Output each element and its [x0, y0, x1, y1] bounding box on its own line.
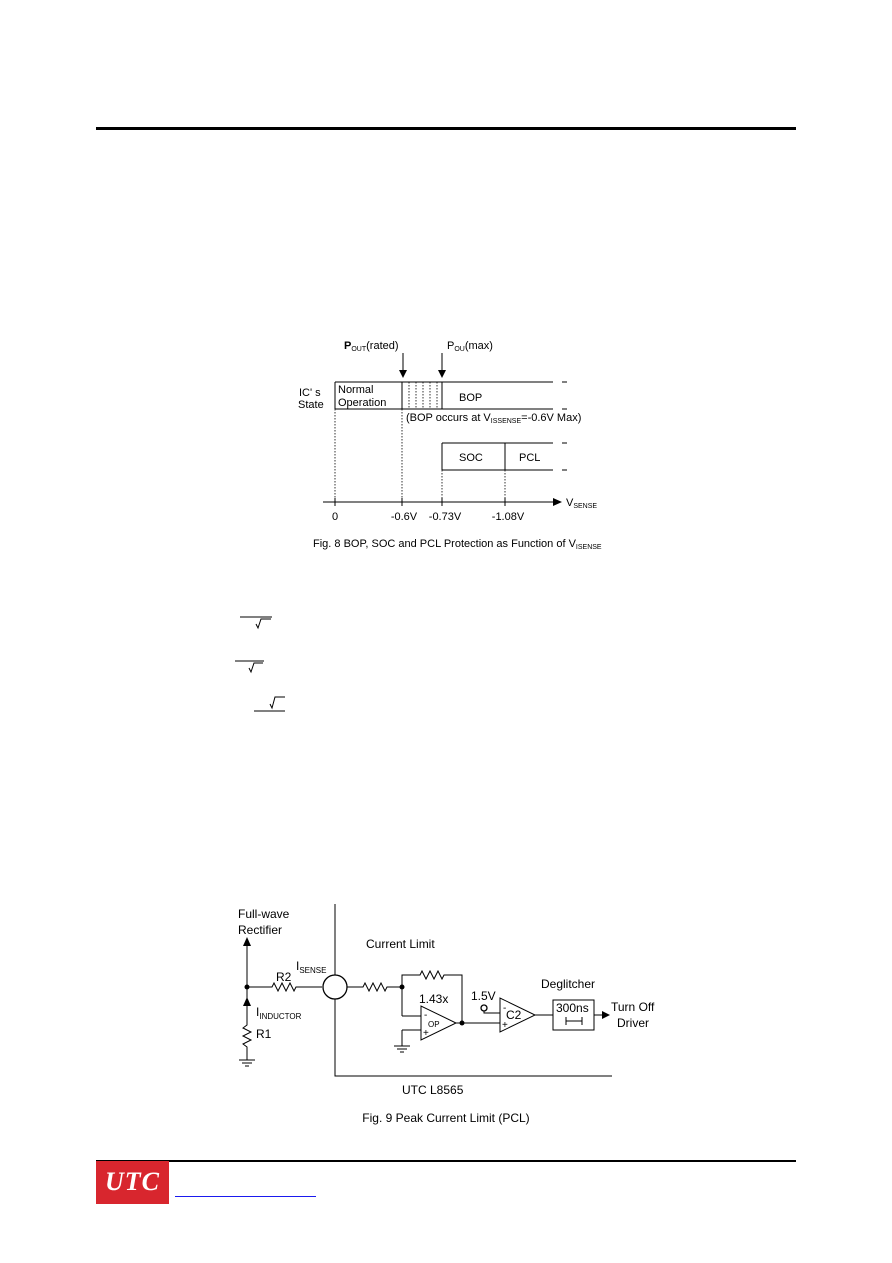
pout-max-label: POU(max)	[447, 340, 493, 353]
comparator-label: C2	[506, 1008, 522, 1022]
chip-label: UTC L8565	[402, 1083, 464, 1097]
arrow-pout-max	[438, 353, 446, 378]
figure-9-caption: Fig. 9 Peak Current Limit (PCL)	[362, 1111, 529, 1125]
turnoff-label-1: Turn Off	[611, 1000, 655, 1014]
bop-label: BOP	[459, 392, 482, 404]
comparator-plus: +	[502, 1020, 508, 1031]
r1-label: R1	[256, 1027, 272, 1041]
current-limit-label: Current Limit	[366, 937, 435, 951]
opamp-plus: +	[423, 1028, 429, 1039]
isense-pin	[322, 974, 348, 1000]
gain-label: 1.43x	[419, 992, 448, 1006]
arrow-pout-rated	[399, 353, 407, 378]
figure-8-diagram: POUT(rated) POU(max) IC' s State Normal …	[298, 340, 602, 551]
formula-fragments	[235, 616, 285, 712]
fullwave-label-2: Rectifier	[238, 923, 282, 937]
vref-label: 1.5V	[471, 989, 496, 1003]
comparator-triangle	[499, 997, 537, 1033]
tick-0: 0	[332, 511, 338, 523]
tick-0-6v: -0.6V	[391, 511, 418, 523]
r2-label: R2	[276, 970, 292, 984]
utc-logo: UTC	[96, 1161, 169, 1204]
pcl-label: PCL	[519, 452, 540, 464]
iinductor-label: IINDUCTOR	[256, 1005, 302, 1021]
tick-1-08v: -1.08V	[492, 511, 525, 523]
opamp-minus: -	[424, 1010, 427, 1021]
header-rule	[96, 127, 796, 130]
soc-label: SOC	[459, 452, 483, 464]
tick-0-73v: -0.73V	[429, 511, 462, 523]
pout-rated-label: POUT(rated)	[344, 340, 399, 353]
turnoff-label-2: Driver	[617, 1016, 649, 1030]
figure-8-caption: Fig. 8 BOP, SOC and PCL Protection as Fu…	[313, 538, 602, 551]
ic-state-label-2: State	[298, 399, 324, 411]
footer-rule	[96, 1160, 796, 1162]
deglitcher-label: Deglitcher	[541, 977, 595, 991]
bop-note: (BOP occurs at VISSENSE=-0.6V Max)	[406, 412, 581, 425]
deglitcher-box	[552, 999, 595, 1031]
fullwave-label-1: Full-wave	[238, 907, 290, 921]
footer-link-underline[interactable]	[175, 1196, 316, 1197]
axis-vsense-label: VSENSE	[566, 497, 597, 510]
ic-state-label-1: IC' s	[299, 387, 321, 399]
opamp-triangle	[420, 1005, 458, 1041]
comparator-minus: -	[503, 1003, 506, 1014]
deglitch-time-label: 300ns	[556, 1001, 589, 1015]
isense-label: ISENSE	[296, 959, 326, 975]
opamp-label: OP	[428, 1020, 440, 1029]
normal-operation-label-2: Operation	[338, 397, 386, 409]
figure-9-diagram: UTC L8565 Full-wave Rectifier Current Li…	[238, 904, 655, 1125]
utc-logo-text: UTC	[105, 1167, 160, 1196]
normal-operation-label-1: Normal	[338, 384, 373, 396]
chip-boundary	[334, 904, 612, 1077]
